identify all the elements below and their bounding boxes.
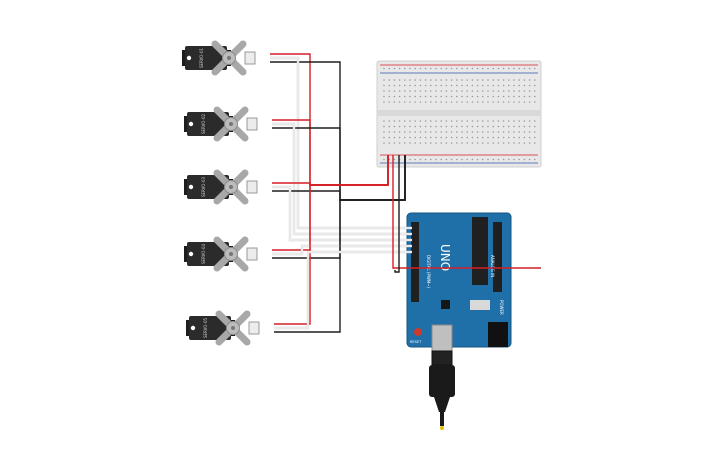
servo-connector: [246, 247, 258, 261]
analog-label: ANALOG IN: [490, 255, 495, 277]
power-jack: [488, 322, 508, 347]
servo-1[interactable]: SERVO-01: [182, 40, 256, 76]
servo-4[interactable]: SERVO-04: [184, 236, 258, 272]
wire-power-5[interactable]: [274, 155, 389, 325]
wire-signal-1[interactable]: [270, 57, 412, 229]
wire-layer: [270, 53, 541, 333]
wire-ground-5[interactable]: [274, 155, 406, 333]
wire-signal-2[interactable]: [272, 123, 412, 235]
servo-connector: [248, 321, 260, 335]
servo-connector: [246, 117, 258, 131]
servo-3[interactable]: SERVO-03: [184, 169, 258, 205]
breadboard-holes: [383, 67, 536, 161]
servo-5[interactable]: SERVO-05: [186, 310, 260, 346]
servo-connector: [246, 180, 258, 194]
digital-header: [411, 222, 419, 302]
servo-label: SERVO-04: [201, 244, 206, 265]
digital-label: DIGITAL (PWM~): [426, 255, 431, 289]
usb-cable[interactable]: [429, 350, 455, 430]
reset-button-icon[interactable]: [414, 328, 422, 336]
wire-power-2[interactable]: [272, 119, 389, 186]
servo-label: SERVO-03: [201, 177, 206, 198]
arduino-logo-text: UNO: [438, 244, 452, 271]
wire-gnd-rail[interactable]: [394, 155, 400, 273]
wire-ground-4[interactable]: [272, 155, 406, 259]
crystal: [470, 300, 490, 310]
servo-label: SERVO-02: [201, 114, 206, 135]
wire-signal-4[interactable]: [272, 245, 412, 255]
servo-label: SERVO-05: [203, 318, 208, 339]
wire-signal-5[interactable]: [274, 251, 412, 329]
arduino-uno[interactable]: UNO DIGITAL (PWM~) ANALOG IN POWER RESET: [406, 212, 512, 352]
breadboard[interactable]: [376, 60, 542, 168]
servo-label: SERVO-01: [199, 48, 204, 69]
wire-5v-rail[interactable]: [392, 155, 541, 269]
servo-connector: [244, 51, 256, 65]
usb-chip: [441, 300, 450, 309]
reset-label: RESET: [410, 340, 422, 344]
wire-power-3[interactable]: [272, 155, 389, 186]
analog-header: [493, 222, 502, 292]
wire-signal-3[interactable]: [272, 186, 412, 241]
power-label: POWER: [499, 300, 504, 315]
servo-2[interactable]: SERVO-02: [184, 106, 258, 142]
wire-signal-outline-5: [274, 250, 412, 330]
usb-connector-icon: [431, 324, 453, 352]
microcontroller-chip: [472, 217, 488, 285]
